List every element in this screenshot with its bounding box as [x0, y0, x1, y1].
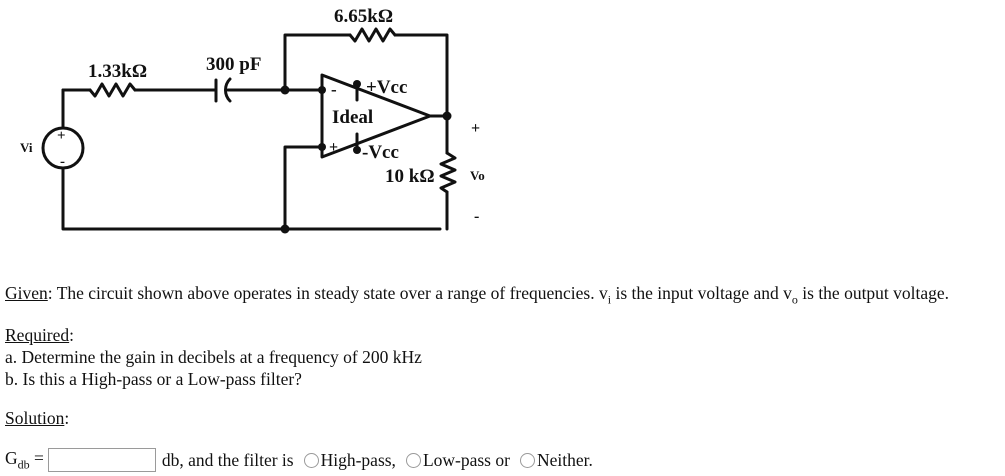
- solution-colon: :: [64, 408, 70, 428]
- radio-neither-label: Neither.: [536, 449, 593, 470]
- required-heading: Required:: [5, 324, 74, 346]
- r-load-label: 10 kΩ: [385, 166, 435, 187]
- vi-label: Vi: [20, 140, 33, 155]
- source-plus-sign: +: [57, 128, 66, 144]
- given-paragraph: Given: The circuit shown above operates …: [5, 282, 949, 311]
- wire-left-bottom: [61, 166, 442, 231]
- resistor-feedback: [348, 27, 397, 43]
- noninverting-input-sign: +: [329, 139, 338, 156]
- resistor-load: [439, 151, 457, 194]
- wire-feedback-right: [393, 33, 449, 118]
- given-text-1: : The circuit shown above operates in st…: [47, 283, 608, 303]
- junction-dot: [280, 85, 290, 95]
- junction-dot: [318, 143, 326, 151]
- gdb-label: Gdb =: [5, 447, 44, 472]
- capacitor-label: 300 pF: [206, 54, 261, 75]
- radio-high-pass-label: High-pass,: [320, 449, 396, 470]
- inverting-input-sign: -: [331, 80, 337, 99]
- vo-label: Vo: [470, 168, 485, 183]
- gain-db-input[interactable]: [47, 448, 156, 472]
- r-input-label: 1.33kΩ: [88, 61, 147, 82]
- resistor-input: [88, 82, 137, 98]
- given-text-3: is the output voltage.: [797, 283, 950, 303]
- required-colon: :: [69, 325, 75, 345]
- wire-feedback-up: [283, 33, 352, 92]
- source-minus-sign: -: [60, 154, 65, 170]
- solution-heading: Solution:: [5, 407, 69, 429]
- wire-noninv-ground: [283, 145, 324, 231]
- junction-dot: [353, 80, 361, 88]
- required-item-b: b. Is this a High-pass or a Low-pass fil…: [5, 369, 302, 389]
- given-text-2: is the input voltage and v: [611, 283, 792, 303]
- junction-dot: [318, 86, 326, 94]
- opamp-label: Ideal: [332, 107, 373, 128]
- answer-text-mid: db, and the filter is: [161, 449, 294, 470]
- required-label: Required: [5, 325, 70, 345]
- radio-high-pass[interactable]: High-pass,: [303, 449, 396, 471]
- output-plus-sign: +: [471, 120, 480, 137]
- capacitor-plate-right: [224, 77, 232, 103]
- radio-low-pass[interactable]: Low-pass or: [405, 449, 510, 471]
- opamp-triangle: [320, 73, 432, 159]
- junction-dot: [353, 146, 361, 154]
- required-item-a: a. Determine the gain in decibels at a f…: [5, 347, 422, 367]
- vi-subscript: i: [607, 292, 612, 307]
- radio-high-pass-circle[interactable]: [303, 452, 319, 468]
- wire-output: [428, 114, 449, 155]
- circuit-diagram: 6.65kΩ 1.33kΩ 300 pF +Vcc Ideal - + -Vcc…: [20, 6, 485, 234]
- r-feedback-label: 6.65kΩ: [334, 6, 393, 27]
- radio-neither[interactable]: Neither.: [519, 449, 593, 471]
- vcc-neg-label: -Vcc: [362, 142, 399, 163]
- radio-low-pass-circle[interactable]: [405, 452, 421, 468]
- solution-label: Solution: [5, 408, 65, 428]
- junction-dot: [442, 111, 452, 121]
- output-minus-sign: -: [474, 208, 479, 225]
- vo-subscript: o: [791, 292, 798, 307]
- given-label: Given: [5, 283, 48, 303]
- voltage-source: [41, 126, 85, 170]
- junction-dot: [280, 224, 290, 234]
- radio-neither-circle[interactable]: [519, 452, 535, 468]
- answer-row: Gdb = db, and the filter is High-pass, L…: [5, 447, 593, 473]
- vcc-pos-label: +Vcc: [366, 77, 407, 98]
- radio-low-pass-label: Low-pass or: [422, 449, 510, 470]
